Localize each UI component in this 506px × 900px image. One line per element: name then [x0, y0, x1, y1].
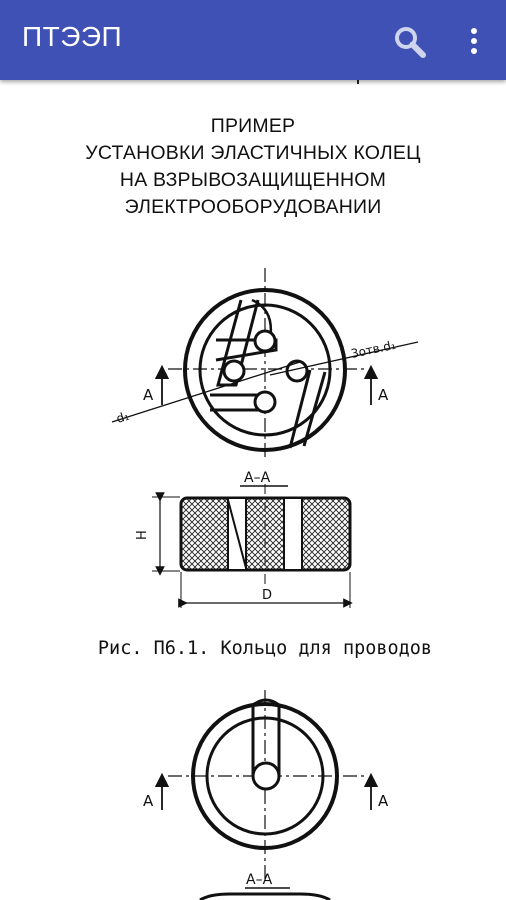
dim-diameter-label: D: [262, 588, 272, 603]
more-vert-icon[interactable]: [462, 24, 486, 60]
ring-plan-view-2: [154, 690, 379, 900]
title-line: УСТАНОВКИ ЭЛАСТИЧНЫХ КОЛЕЦ: [85, 142, 421, 164]
section-mark-left-2: А: [143, 792, 154, 810]
dim-height-label: H: [135, 530, 150, 540]
section-label: А–А: [244, 470, 271, 486]
ring-section-view: [152, 484, 353, 608]
app-title: ПТЭЭП: [22, 21, 123, 52]
figure-ring-for-wires: А А d₁ 3отв.d₁ А–А H D: [111, 268, 419, 900]
hole-dim-label: d₁: [115, 409, 131, 426]
document-view[interactable]: ПРИМЕР УСТАНОВКИ ЭЛАСТИЧНЫХ КОЛЕЦ НА ВЗР…: [0, 80, 506, 900]
section-label-2: А–А: [246, 872, 273, 888]
app-bar: ПТЭЭП: [0, 0, 506, 80]
holes-callout: 3отв.d₁: [350, 338, 397, 361]
section-mark-right: А: [378, 386, 389, 404]
section-mark-left: А: [143, 386, 154, 404]
title-line: ЭЛЕКТРООБОРУДОВАНИИ: [124, 196, 382, 218]
search-icon[interactable]: [392, 24, 428, 60]
document-title: ПРИМЕР УСТАНОВКИ ЭЛАСТИЧНЫХ КОЛЕЦ НА ВЗР…: [0, 113, 506, 221]
title-line: ПРИМЕР: [210, 115, 296, 137]
section-mark-right-2: А: [378, 792, 389, 810]
ring-plan-view: [111, 268, 419, 460]
page-edge-mark: [357, 80, 359, 84]
title-line: НА ВЗРЫВОЗАЩИЩЕННОМ: [119, 169, 387, 191]
figure-caption: Рис. П6.1. Кольцо для проводов: [97, 638, 433, 659]
